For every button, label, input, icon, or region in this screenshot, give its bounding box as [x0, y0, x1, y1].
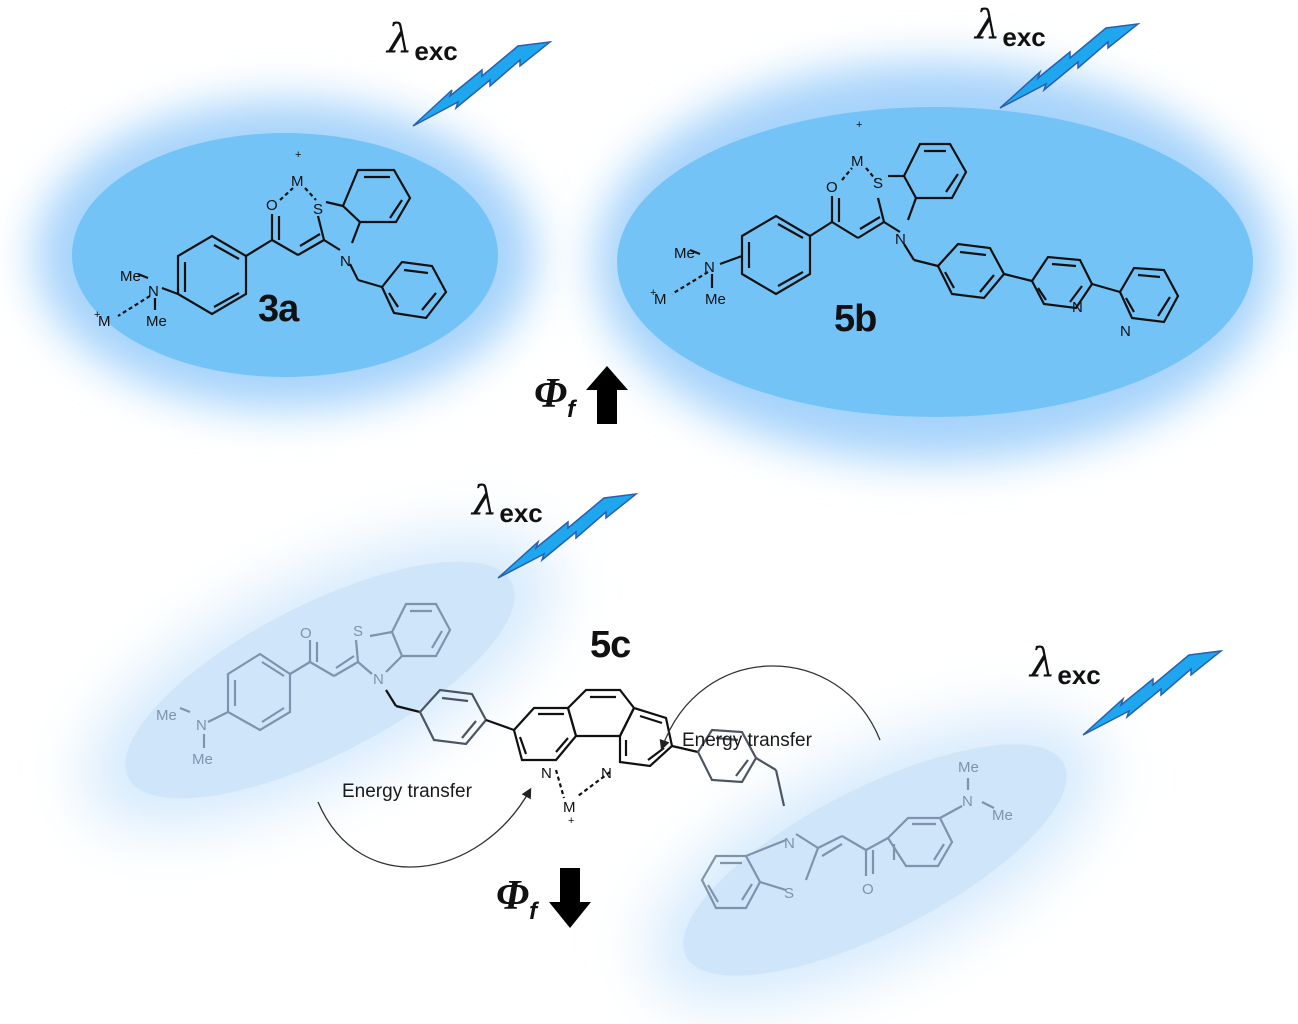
molecule-5b-atoms: O M + S N N Me Me M + N N: [650, 119, 1131, 340]
excitation-subscript: exc: [499, 498, 543, 528]
svg-text:Me: Me: [192, 751, 213, 768]
svg-text:+: +: [568, 815, 574, 827]
svg-text:N: N: [1072, 299, 1083, 316]
svg-text:M: M: [654, 291, 667, 308]
svg-text:N: N: [196, 717, 207, 734]
svg-text:S: S: [784, 885, 794, 902]
svg-text:Me: Me: [992, 807, 1013, 824]
lambda-symbol: λ: [1030, 640, 1056, 686]
glow-3a: [35, 100, 535, 410]
svg-text:S: S: [313, 201, 323, 218]
svg-text:N: N: [784, 835, 795, 852]
excitation-subscript: exc: [1057, 660, 1101, 690]
excitation-label: λexc: [1030, 640, 1101, 690]
molecule-5c-right-atoms: N S O N Me Me: [784, 759, 1013, 902]
lambda-symbol: λ: [387, 16, 413, 62]
excitation-label: λexc: [472, 478, 543, 528]
svg-text:N: N: [373, 671, 384, 688]
svg-text:M: M: [563, 799, 576, 816]
svg-text:O: O: [826, 179, 838, 196]
phi-subscript: f: [567, 396, 576, 423]
svg-text:N: N: [895, 231, 906, 248]
molecule-5b-structure: [671, 142, 1180, 324]
phi-symbol: Φ: [534, 371, 568, 417]
lambda-symbol: λ: [975, 2, 1001, 48]
svg-text:M: M: [851, 153, 864, 170]
molecule-5c-right-chromophore: [700, 778, 995, 910]
svg-text:O: O: [862, 881, 874, 898]
lambda-symbol: λ: [472, 478, 498, 524]
svg-text:Me: Me: [120, 268, 141, 285]
glow-5b: [595, 62, 1275, 462]
molecule-5c-left-atoms: O S N N Me Me: [156, 623, 384, 768]
excitation-label: λexc: [387, 16, 458, 66]
svg-text:+: +: [94, 309, 100, 321]
svg-text:S: S: [873, 175, 883, 192]
energy-transfer-arrow-left: [317, 787, 532, 868]
svg-text:N: N: [541, 765, 552, 782]
lightning-bolt-icon: [1082, 649, 1224, 736]
svg-text:N: N: [340, 253, 351, 270]
molecule-5c-phenanthroline-core: [385, 688, 786, 807]
svg-text:+: +: [650, 287, 656, 299]
phi-subscript: f: [529, 898, 538, 925]
excitation-subscript: exc: [1002, 22, 1046, 52]
svg-text:N: N: [148, 283, 159, 300]
arrow-up-icon: [586, 366, 628, 424]
excitation-label: λexc: [975, 2, 1046, 52]
svg-text:Me: Me: [674, 245, 695, 262]
molecule-3a-atoms: O M + S N N Me Me M +: [94, 149, 351, 330]
quantum-yield-increase-label: Φf: [534, 370, 575, 423]
svg-text:S: S: [353, 623, 363, 640]
svg-text:M: M: [98, 313, 111, 330]
svg-text:Me: Me: [705, 291, 726, 308]
energy-transfer-label-left: Energy transfer: [342, 781, 472, 802]
compound-label-5c: 5c: [590, 624, 631, 666]
glow-5c-right: [647, 715, 1103, 1005]
compound-label-3a: 3a: [258, 288, 299, 330]
energy-transfer-label-right: Energy transfer: [682, 730, 812, 751]
svg-text:N: N: [962, 793, 973, 810]
arrow-down-icon: [549, 868, 591, 928]
svg-text:Me: Me: [958, 759, 979, 776]
lightning-bolt-icon: [412, 40, 553, 127]
svg-text:+: +: [856, 119, 862, 131]
excitation-subscript: exc: [414, 36, 458, 66]
svg-text:Me: Me: [146, 313, 167, 330]
quantum-yield-decrease-label: Φf: [496, 872, 537, 925]
glow-5c-left: [83, 532, 557, 828]
molecule-3a-structure: [117, 168, 448, 320]
svg-text:M: M: [291, 173, 304, 190]
molecule-5c-core-atoms: N N M +: [541, 765, 612, 827]
svg-text:N: N: [704, 259, 715, 276]
svg-text:N: N: [1120, 323, 1131, 340]
svg-text:+: +: [295, 149, 301, 161]
compound-label-5b: 5b: [834, 298, 877, 340]
lightning-bolt-icon: [497, 492, 639, 579]
svg-text:O: O: [300, 625, 312, 642]
svg-text:N: N: [601, 765, 612, 782]
svg-text:Me: Me: [156, 707, 177, 724]
phi-symbol: Φ: [496, 873, 530, 919]
energy-transfer-arrow-right: [659, 665, 881, 751]
atom-O: O: [266, 197, 278, 214]
lightning-bolt-icon: [999, 22, 1141, 109]
molecule-5c-left-chromophore: [179, 602, 452, 748]
